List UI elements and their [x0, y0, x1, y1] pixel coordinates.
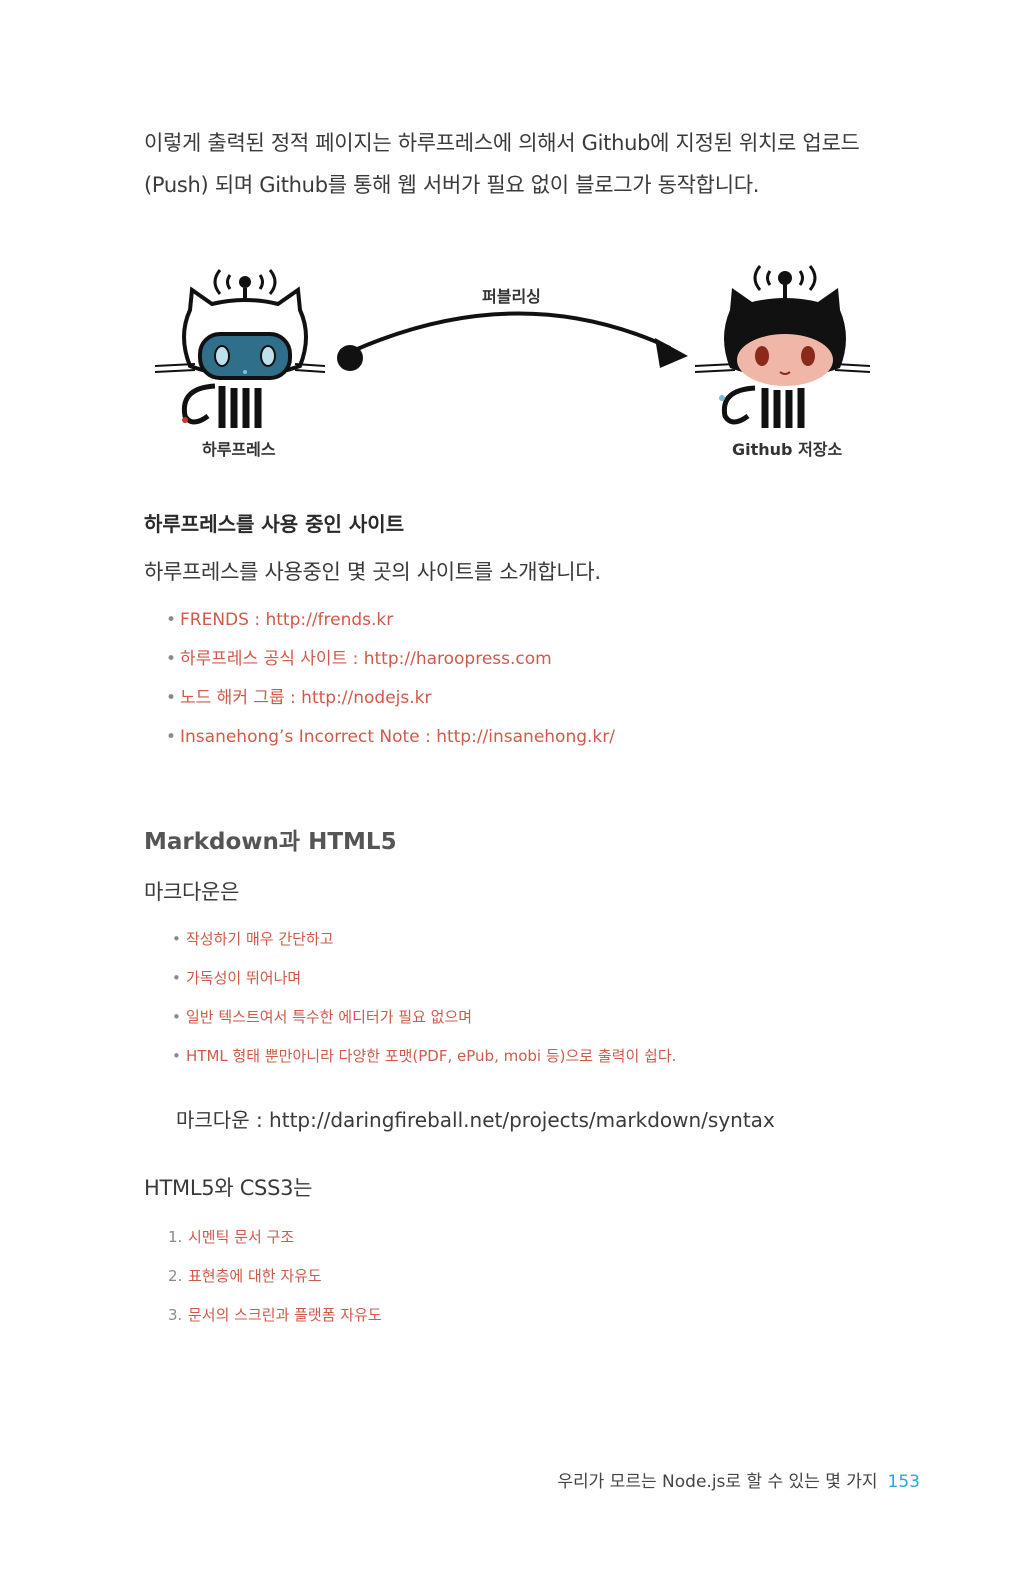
list-item: •일반 텍스트여서 특수한 에디터가 필요 없으며 [172, 1008, 473, 1026]
list-item: 2.표현층에 대한 자유도 [168, 1267, 322, 1285]
sites-heading: 하루프레스를 사용 중인 사이트 [144, 512, 405, 536]
site-link[interactable]: FRENDS : http://frends.kr [180, 610, 394, 630]
list-item[interactable]: •Insanehong’s Incorrect Note : http://in… [166, 727, 615, 747]
publishing-arrow-icon [337, 311, 688, 371]
octocat-white-icon [154, 269, 326, 428]
publishing-diagram: 퍼블리싱 하루프레스 Github 저장소 [140, 248, 880, 468]
list-item: 3.문서의 스크린과 플랫폼 자유도 [168, 1306, 382, 1324]
right-label: Github 저장소 [732, 440, 843, 459]
list-item: •HTML 형태 뿐만아니라 다양한 포맷(PDF, ePub, mobi 등)… [172, 1047, 677, 1065]
list-item: •가독성이 뛰어나며 [172, 969, 302, 987]
diagram-graphic [154, 265, 871, 428]
intro-line-1: 이렇게 출력된 정적 페이지는 하루프레스에 의해서 Github에 지정된 위… [144, 131, 860, 155]
list-item[interactable]: •FRENDS : http://frends.kr [166, 610, 394, 630]
arrow-label: 퍼블리싱 [482, 287, 541, 306]
site-link[interactable]: 노드 해커 그룹 : http://nodejs.kr [180, 688, 432, 708]
html5-list: 1.시멘틱 문서 구조 2.표현층에 대한 자유도 3.문서의 스크린과 플랫폼… [168, 1218, 382, 1335]
intro-paragraph: 이렇게 출력된 정적 페이지는 하루프레스에 의해서 Github에 지정된 위… [144, 122, 904, 206]
list-item[interactable]: •하루프레스 공식 사이트 : http://haroopress.com [166, 649, 552, 669]
left-label: 하루프레스 [202, 440, 276, 459]
octocat-black-icon [694, 265, 871, 428]
markdown-lead: 마크다운은 [144, 880, 240, 904]
markdown-list: •작성하기 매우 간단하고 •가독성이 뛰어나며 •일반 텍스트여서 특수한 에… [172, 920, 676, 1076]
html5-lead: HTML5와 CSS3는 [144, 1176, 313, 1200]
list-item: 1.시멘틱 문서 구조 [168, 1228, 295, 1246]
list-item: •작성하기 매우 간단하고 [172, 930, 334, 948]
sites-lead: 하루프레스를 사용중인 몇 곳의 사이트를 소개합니다. [144, 560, 601, 584]
markdown-link[interactable]: 마크다운 : http://daringfireball.net/project… [176, 1108, 775, 1132]
site-link[interactable]: 하루프레스 공식 사이트 : http://haroopress.com [180, 649, 552, 669]
markdown-heading: Markdown과 HTML5 [144, 829, 397, 855]
sites-list: •FRENDS : http://frends.kr •하루프레스 공식 사이트… [166, 601, 615, 757]
list-item[interactable]: •노드 해커 그룹 : http://nodejs.kr [166, 688, 432, 708]
site-link[interactable]: Insanehong’s Incorrect Note : http://ins… [180, 727, 615, 747]
footer-title: 우리가 모르는 Node.js로 할 수 있는 몇 가지 [557, 1472, 878, 1492]
page-footer: 우리가 모르는 Node.js로 할 수 있는 몇 가지 153 [557, 1467, 920, 1492]
intro-line-2: (Push) 되며 Github를 통해 웹 서버가 필요 없이 블로그가 동작… [144, 173, 760, 197]
page-number: 153 [887, 1472, 920, 1492]
